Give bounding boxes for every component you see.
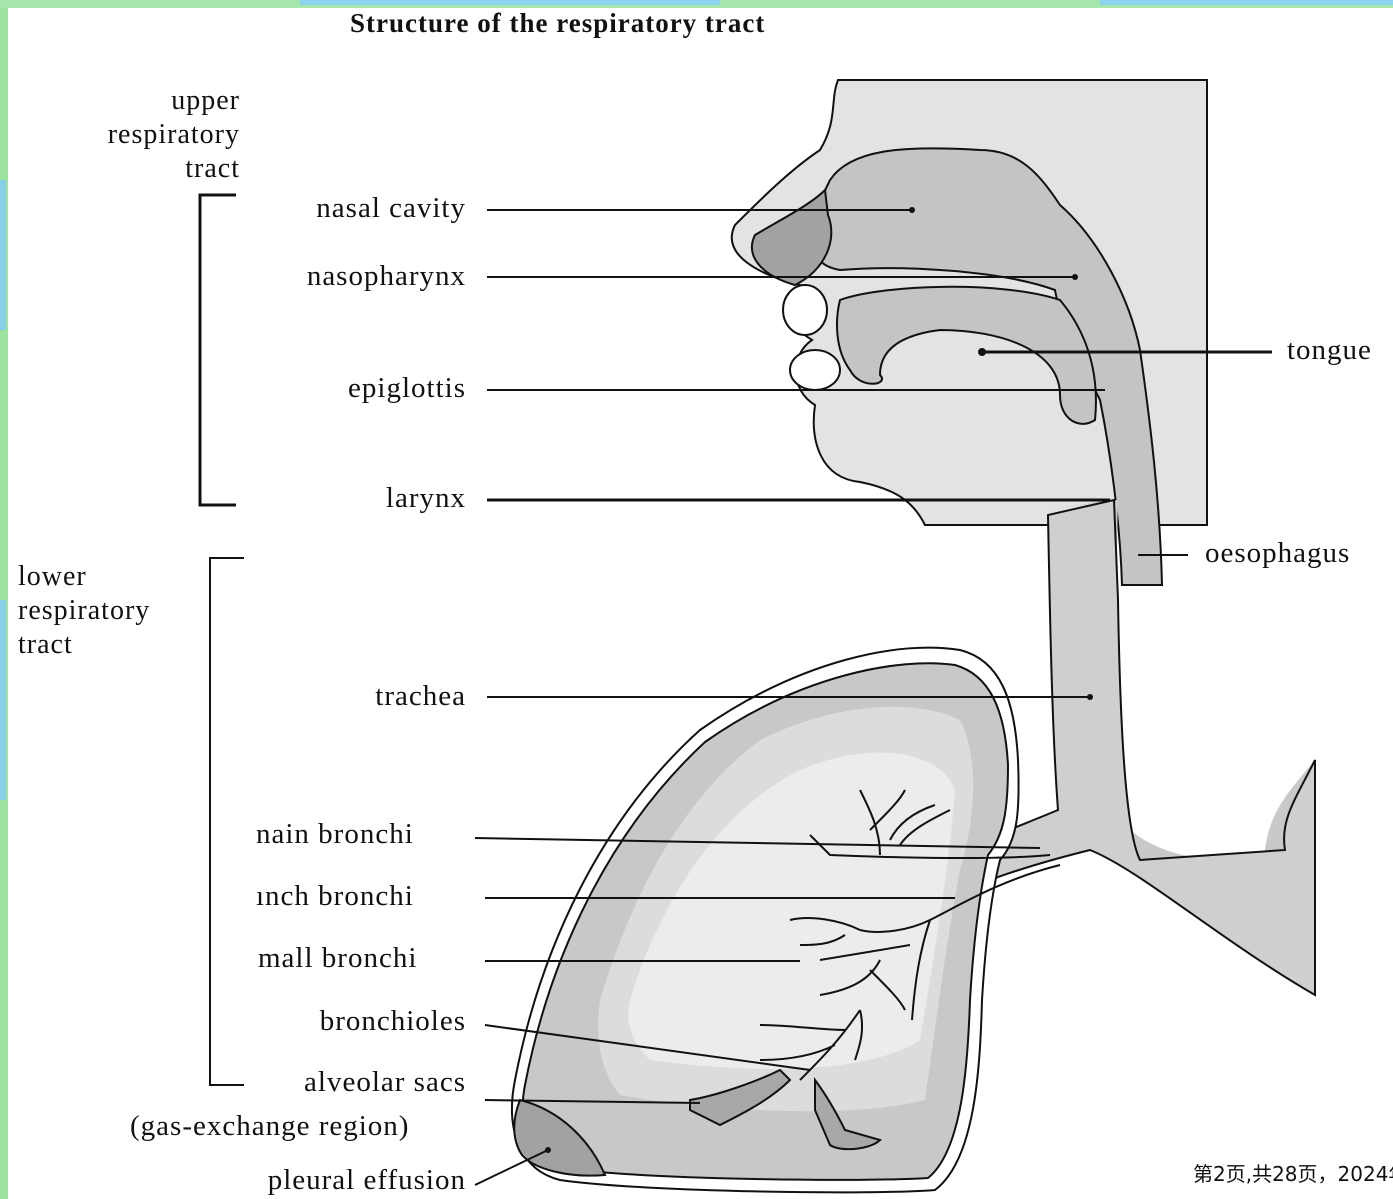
upper-group-line-1: upper bbox=[60, 84, 240, 118]
dot-tongue bbox=[978, 348, 986, 356]
label-pleural-effusion: pleural effusion bbox=[268, 1164, 466, 1197]
lower-group-line-3: tract bbox=[18, 628, 150, 662]
lower-tooth bbox=[790, 350, 840, 390]
label-main-bronchi: nain bronchi bbox=[256, 818, 414, 851]
upper-tooth bbox=[783, 285, 827, 335]
label-larynx: larynx bbox=[386, 482, 466, 515]
dot-nasopharynx bbox=[1072, 274, 1078, 280]
lower-tract-bracket bbox=[210, 558, 244, 1085]
lower-group-line-1: lower bbox=[18, 560, 150, 594]
label-tongue: tongue bbox=[1287, 334, 1393, 367]
label-alveolar-sacs: alveolar sacs bbox=[304, 1066, 466, 1099]
page-footer: 第2页,共28页，2024年 bbox=[1193, 1158, 1393, 1187]
label-nasopharynx: nasopharynx bbox=[307, 260, 466, 293]
label-trachea: trachea bbox=[375, 680, 466, 713]
label-small-bronchi: mall bronchi bbox=[258, 942, 417, 975]
diagram-title: Structure of the respiratory tract bbox=[350, 8, 765, 39]
label-epiglottis: epiglottis bbox=[348, 372, 466, 405]
upper-tract-bracket bbox=[200, 195, 236, 505]
label-nasal-cavity: nasal cavity bbox=[316, 192, 466, 225]
upper-group-line-3: tract bbox=[60, 152, 240, 186]
dot-nasal-cavity bbox=[909, 207, 915, 213]
dot-pleural-effusion bbox=[545, 1147, 551, 1153]
lower-group-line-2: respiratory bbox=[18, 594, 150, 628]
label-bronchioles: bronchioles bbox=[320, 1005, 466, 1038]
upper-group-line-2: respiratory bbox=[60, 118, 240, 152]
label-branch-bronchi: ınch bronchi bbox=[256, 880, 414, 913]
label-oesophagus: oesophagus bbox=[1205, 537, 1393, 570]
upper-tract-group-label: upper respiratory tract bbox=[60, 84, 240, 186]
dot-trachea bbox=[1087, 694, 1093, 700]
lower-tract-group-label: lower respiratory tract bbox=[18, 560, 150, 662]
label-gas-exchange: (gas-exchange region) bbox=[130, 1110, 409, 1143]
